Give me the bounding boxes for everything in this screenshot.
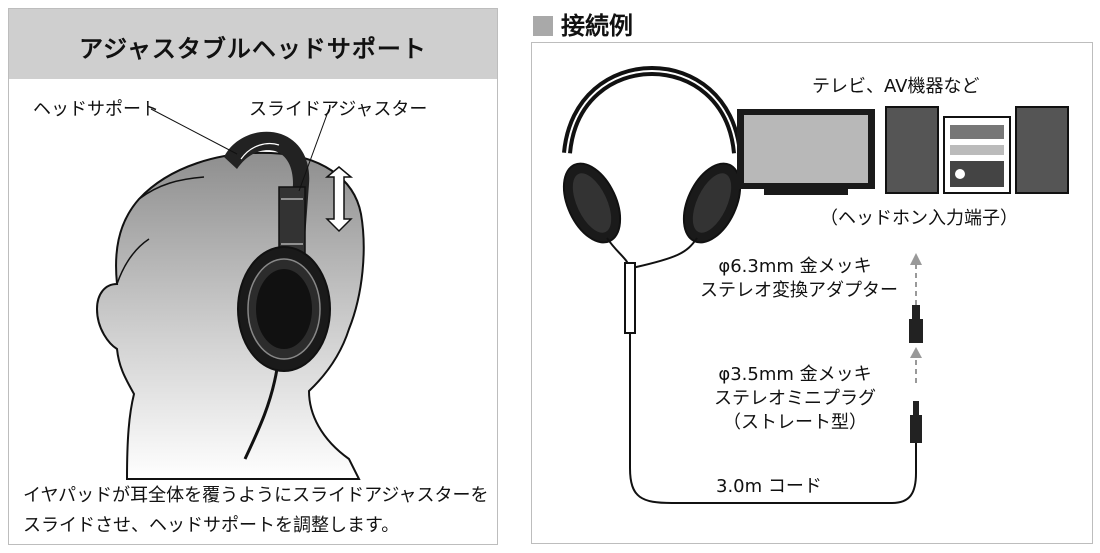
caption-line: イヤパッドが耳全体を覆うようにスライドアジャスターを xyxy=(23,485,489,506)
connection-arrow xyxy=(910,253,922,383)
adapter-label-line: ステレオ変換アダプター xyxy=(700,280,898,301)
plug-3-5mm-icon xyxy=(910,401,922,443)
plug-label: φ3.5mm 金メッキ ステレオミニプラグ （ストレート型） xyxy=(710,363,880,435)
panel-header: アジャスタブルヘッドサポート xyxy=(9,9,497,79)
hair-line xyxy=(138,176,205,200)
adapter-label: φ6.3mm 金メッキ ステレオ変換アダプター xyxy=(700,255,898,303)
connection-example-panel: テレビ、AV機器など （ヘッドホン入力端子） φ6.3mm 金メッキ ステレオ変… xyxy=(531,42,1093,544)
leader-line xyxy=(298,108,330,192)
y-cable xyxy=(606,237,698,269)
plug-label-line: φ3.5mm 金メッキ xyxy=(718,364,872,385)
cable xyxy=(243,368,279,460)
devices-label: テレビ、AV機器など xyxy=(812,76,980,97)
headphone-headband xyxy=(562,65,742,154)
cord xyxy=(629,333,917,504)
headphone-head-illustration xyxy=(95,108,365,480)
panel-title: アジャスタブルヘッドサポート xyxy=(79,35,427,63)
plug-label-line: ステレオミニプラグ xyxy=(714,388,876,409)
input-jack-label: （ヘッドホン入力端子） xyxy=(820,208,1018,229)
plug-label-line: （ストレート型） xyxy=(723,412,867,433)
section-title: 接続例 xyxy=(533,6,633,41)
tv-icon xyxy=(737,109,875,195)
leader-line xyxy=(150,108,238,155)
section-title-text: 接続例 xyxy=(561,12,633,40)
cord-length-label: 3.0m コード xyxy=(716,476,822,497)
headband xyxy=(224,131,310,241)
hair-line xyxy=(116,238,150,285)
adjust-arrow xyxy=(324,166,354,233)
slide-adjuster-label: スライドアジャスター xyxy=(249,99,428,120)
connection-diagram xyxy=(562,65,1069,504)
square-icon xyxy=(533,16,553,36)
cable-splitter xyxy=(624,262,636,334)
left-ear-cup xyxy=(562,162,622,244)
caption-line: スライドさせ、ヘッドサポートを調整します。 xyxy=(23,515,400,536)
audio-equipment-icon xyxy=(885,106,1069,194)
right-ear-cup xyxy=(682,162,742,244)
caption: イヤパッドが耳全体を覆うようにスライドアジャスターを スライドさせ、ヘッドサポー… xyxy=(23,481,488,541)
adapter-label-line: φ6.3mm 金メッキ xyxy=(718,256,872,277)
adapter-6-3mm-icon xyxy=(909,305,923,343)
adjustable-head-support-panel: アジャスタブルヘッドサポート xyxy=(8,8,498,545)
head-support-label: ヘッドサポート xyxy=(33,99,159,120)
